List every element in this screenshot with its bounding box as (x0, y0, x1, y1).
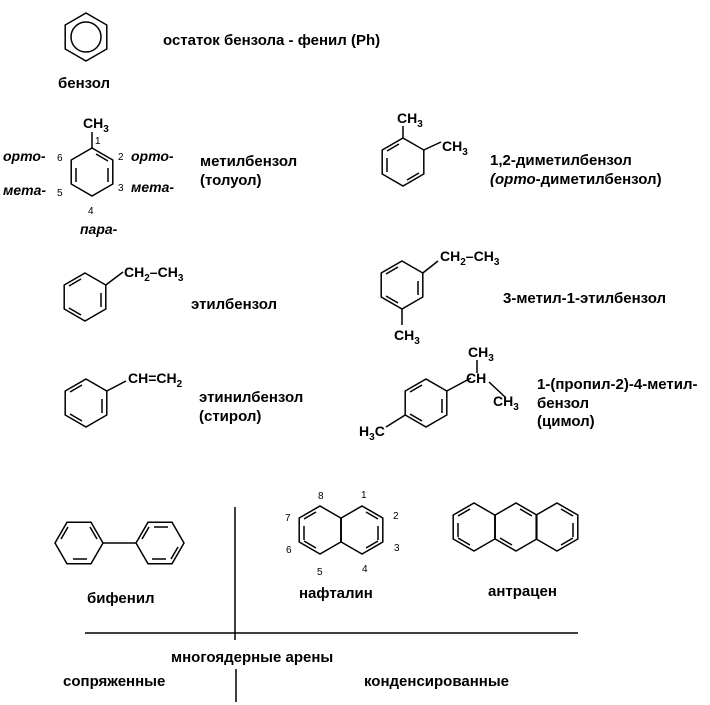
benzene-structure (64, 12, 108, 62)
toluene-ortho-right: орто- (131, 148, 174, 164)
toluene-name-2: (толуол) (200, 172, 262, 189)
naphthalene-pos-2: 2 (393, 511, 399, 522)
methylethylbenzene-ch3: CH3 (394, 327, 420, 347)
xylene-structure (381, 126, 442, 187)
toluene-pos-6: 6 (57, 153, 63, 164)
naphthalene-name: нафталин (299, 585, 373, 602)
toluene-structure (70, 132, 114, 197)
toluene-ch3: CH3 (83, 115, 109, 135)
methylethylbenzene-chain: CH2–CH3 (440, 248, 500, 268)
styrene-name-1: этинилбензол (199, 389, 303, 406)
cymene-name-2: бензол (537, 395, 589, 412)
methylethylbenzene-name: 3-метил-1-этилбензол (503, 290, 666, 307)
benzene-name: бензол (58, 75, 110, 92)
styrene-name-2: (стирол) (199, 408, 261, 425)
naphthalene-structure (298, 505, 384, 555)
condensed-label: конденсированные (364, 673, 509, 690)
ethylbenzene-structure (63, 271, 124, 322)
biphenyl-name: бифенил (87, 590, 155, 607)
polynuclear-arenes-label: многоядерные арены (171, 649, 333, 666)
phenyl-residue-label: остаток бензола - фенил (Ph) (163, 32, 380, 49)
xylene-name-1: 1,2-диметилбензол (490, 152, 632, 169)
naphthalene-pos-6: 6 (286, 545, 292, 556)
toluene-pos-2: 2 (118, 152, 124, 163)
cymene-name-1: 1-(пропил-2)-4-метил- (537, 376, 698, 393)
naphthalene-pos-3: 3 (394, 543, 400, 554)
toluene-meta-left: мета- (3, 182, 46, 198)
anthracene-structure (452, 502, 579, 552)
cymene-ch3-right: CH3 (493, 393, 519, 413)
naphthalene-pos-4: 4 (362, 564, 368, 575)
styrene-structure (64, 378, 127, 428)
naphthalene-pos-5: 5 (317, 567, 323, 578)
xylene-ch3-top: CH3 (397, 110, 423, 130)
biphenyl-structure (54, 521, 185, 565)
toluene-pos-4: 4 (88, 206, 94, 217)
ethylbenzene-chain: CH2–CH3 (124, 264, 184, 284)
toluene-ortho-left: орто- (3, 148, 46, 164)
methylethylbenzene-structure (380, 260, 439, 325)
toluene-para: пара- (80, 221, 118, 237)
xylene-ch3-right: CH3 (442, 138, 468, 158)
anthracene-name: антрацен (488, 583, 557, 600)
cymene-ch: CH (466, 370, 486, 386)
cymene-ch3-top: CH3 (468, 344, 494, 364)
cymene-bond-right (488, 381, 506, 398)
naphthalene-pos-1: 1 (361, 490, 367, 501)
toluene-pos-3: 3 (118, 183, 124, 194)
toluene-meta-right: мета- (131, 179, 174, 195)
styrene-vinyl: CH=CH2 (128, 370, 183, 390)
cymene-name-3: (цимол) (537, 413, 595, 430)
toluene-pos-5: 5 (57, 188, 63, 199)
xylene-name-2: (орто-диметилбензол) (490, 171, 662, 188)
toluene-name-1: метилбензол (200, 153, 297, 170)
naphthalene-pos-7: 7 (285, 513, 291, 524)
cymene-structure (385, 377, 472, 428)
naphthalene-pos-8: 8 (318, 491, 324, 502)
conjugated-label: сопряженные (63, 673, 165, 690)
toluene-pos-1: 1 (95, 136, 101, 147)
ethylbenzene-name: этилбензол (191, 296, 277, 313)
cymene-h3c: H3C (359, 423, 385, 443)
